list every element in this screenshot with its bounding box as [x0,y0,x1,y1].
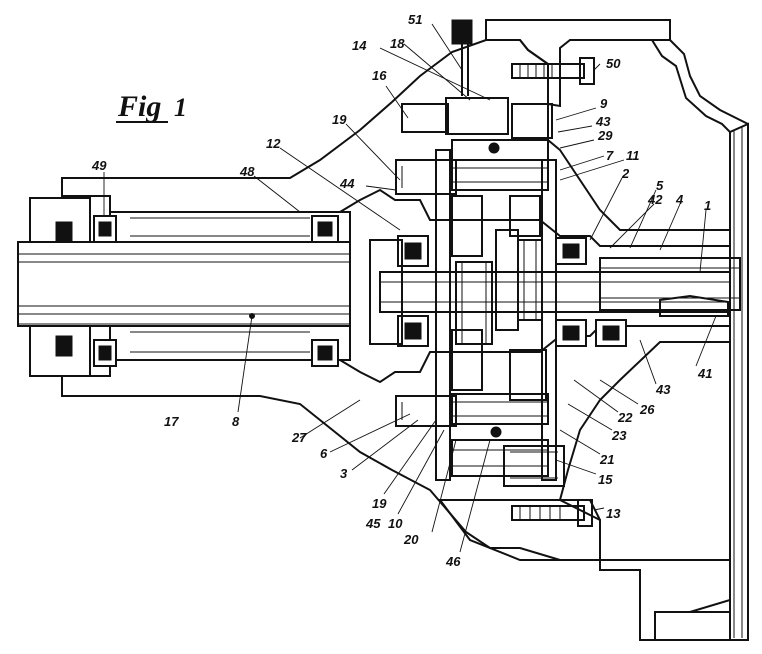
label-19-bottom: 19 [372,496,387,511]
bearings [93,215,627,367]
housing-flange [485,19,749,641]
label-19-top: 19 [332,112,347,127]
label-41: 41 [697,366,712,381]
label-43: 43 [595,114,611,129]
label-46: 46 [445,554,461,569]
label-12: 12 [266,136,281,151]
label-22: 22 [617,410,633,425]
label-13: 13 [606,506,621,521]
label-15: 15 [598,472,613,487]
planetary-gear-train [369,97,731,487]
label-45: 45 [365,516,381,531]
label-9: 9 [600,96,608,111]
label-8: 8 [232,414,240,429]
label-14: 14 [352,38,367,53]
label-6: 6 [320,446,328,461]
label-11: 11 [626,148,640,163]
input-shaft-8 [17,197,351,377]
label-16: 16 [372,68,387,83]
label-48: 48 [239,164,255,179]
label-42: 42 [647,192,663,207]
svg-text:1: 1 [174,93,187,122]
label-5: 5 [656,178,664,193]
label-27: 27 [291,430,307,445]
label-26: 26 [639,402,655,417]
label-51: 51 [408,12,422,27]
label-29: 29 [597,128,613,143]
label-23: 23 [611,428,627,443]
label-4: 4 [675,192,684,207]
label-43-lower: 43 [655,382,671,397]
stud-51 [451,19,473,96]
leader-lines [103,23,717,553]
screw-50 [511,57,595,85]
svg-text:Fig: Fig [117,90,161,123]
label-50: 50 [606,56,621,71]
label-2: 2 [621,166,630,181]
label-21: 21 [599,452,614,467]
label-44: 44 [339,176,355,191]
figure-title: Fig 1 [116,90,187,123]
label-1: 1 [704,198,711,213]
label-17: 17 [164,414,179,429]
label-7: 7 [606,148,614,163]
label-10: 10 [388,516,403,531]
label-3: 3 [340,466,348,481]
label-20: 20 [403,532,419,547]
reference-numerals: 51 14 18 50 16 9 43 29 19 12 7 11 48 44 … [91,12,712,569]
output-shaft-1 [599,257,741,317]
housing-body [61,39,731,561]
screw-13 [511,499,593,527]
label-49: 49 [91,158,107,173]
label-18: 18 [390,36,405,51]
